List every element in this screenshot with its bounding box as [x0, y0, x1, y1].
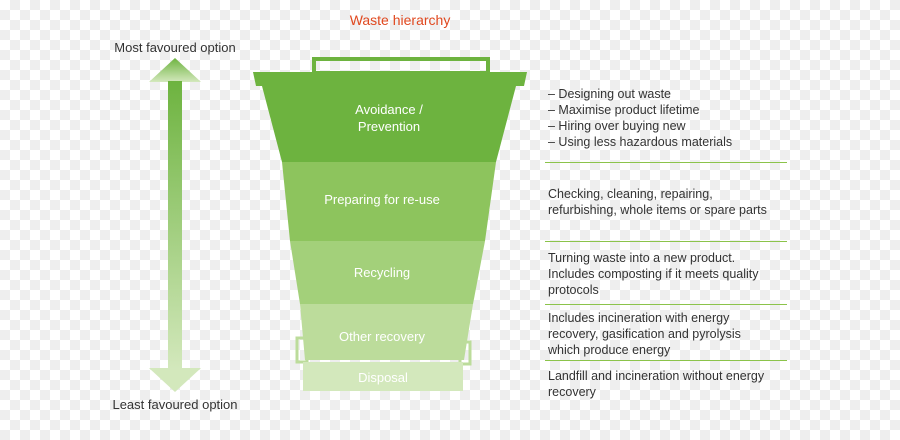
- bin-wheels: [295, 336, 472, 366]
- description-line: recovery, gasification and pyrolysis: [548, 327, 741, 341]
- least-favoured-label: Least favoured option: [112, 397, 238, 412]
- description-line: recovery: [548, 385, 596, 399]
- description-line: Checking, cleaning, repairing,: [548, 187, 713, 201]
- tier-recycling-description: Turning waste into a new product. Includ…: [548, 250, 793, 298]
- tier-disposal-shape: [303, 362, 463, 391]
- tier-recycling-shape: [290, 241, 485, 304]
- description-line: Turning waste into a new product.: [548, 251, 736, 265]
- description-line: which produce energy: [548, 343, 671, 357]
- tier-divider: [545, 360, 787, 361]
- description-line: Includes composting if it meets quality: [548, 267, 759, 281]
- tier-divider: [545, 241, 787, 242]
- tier-avoidance-label-line: Avoidance /: [355, 102, 423, 117]
- tier-recycling-label: Recycling: [353, 265, 411, 280]
- tier-disposal-description: Landfill and incineration without energy…: [548, 368, 793, 400]
- description-line: Landfill and incineration without energy: [548, 369, 765, 383]
- description-line: protocols: [548, 283, 599, 297]
- tier-recovery-label: Other recovery: [339, 329, 425, 344]
- description-line: – Designing out waste: [548, 87, 671, 101]
- tier-recovery-shape: [300, 304, 473, 360]
- tier-avoidance-shape: [262, 86, 516, 162]
- tier-reuse-shape: [282, 162, 496, 241]
- tier-recovery-description: Includes incineration with energy recove…: [548, 310, 793, 358]
- diagram-title: Waste hierarchy: [349, 12, 451, 28]
- tier-reuse-label: Preparing for re-use: [324, 192, 440, 207]
- description-line: refurbishing, whole items or spare parts: [548, 203, 767, 217]
- tier-reuse-description: Checking, cleaning, repairing, refurbish…: [548, 186, 793, 218]
- tier-divider: [545, 162, 787, 163]
- tier-avoidance-label: Avoidance / Prevention: [289, 101, 489, 135]
- tier-disposal-label: Disposal: [358, 370, 408, 385]
- tier-divider: [545, 304, 787, 305]
- description-line: Includes incineration with energy: [548, 311, 730, 325]
- description-line: – Maximise product lifetime: [548, 103, 700, 117]
- tier-avoidance-description: – Designing out waste – Maximise product…: [548, 86, 793, 150]
- most-favoured-label: Most favoured option: [114, 40, 236, 55]
- tier-avoidance-label-line: Prevention: [357, 119, 421, 134]
- description-line: – Hiring over buying new: [548, 119, 686, 133]
- favour-scale-arrow: [149, 58, 201, 392]
- description-line: – Using less hazardous materials: [548, 135, 733, 149]
- bin-lid: [253, 57, 527, 86]
